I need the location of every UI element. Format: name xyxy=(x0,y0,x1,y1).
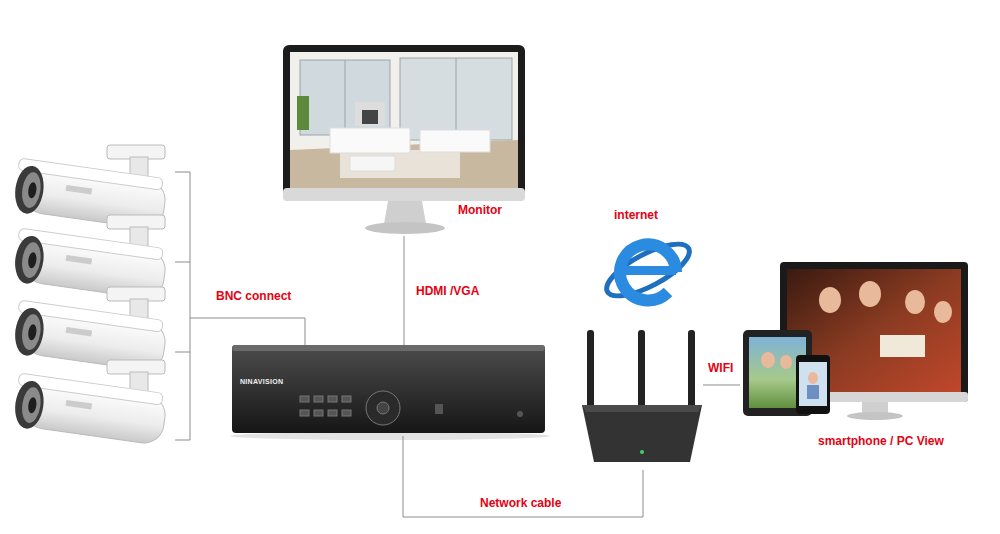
monitor-illustration-part xyxy=(283,45,525,201)
viewer-devices-part xyxy=(905,290,925,314)
router-illustration-part xyxy=(587,330,594,410)
dvr-illustration-part xyxy=(300,396,309,402)
viewer-devices-part xyxy=(780,355,792,369)
brand-text: NINAVISION xyxy=(240,378,283,386)
dvr-recorder: NINAVISION xyxy=(230,345,548,436)
viewer-devices-part xyxy=(807,385,819,399)
monitor-illustration-part xyxy=(355,102,385,126)
bnc-bracket-part xyxy=(175,172,190,440)
monitor-device: Monitor xyxy=(283,45,525,236)
camera xyxy=(12,360,168,447)
viewer-devices-part xyxy=(934,301,952,323)
monitor-illustration-part xyxy=(340,150,460,178)
dvr-illustration-part xyxy=(377,402,389,414)
dvr-illustration xyxy=(230,345,550,440)
router-illustration-part xyxy=(582,405,702,412)
monitor-illustration-part xyxy=(297,96,309,130)
monitor-illustration-part xyxy=(330,128,410,153)
viewer-devices-part xyxy=(859,281,881,307)
internet-logo-part xyxy=(620,244,676,300)
monitor-illustration-part xyxy=(290,52,518,188)
router-illustration-part xyxy=(640,450,644,454)
viewer-devices-part xyxy=(808,372,818,384)
dvr-illustration-part xyxy=(342,396,351,402)
cable-line xyxy=(404,236,405,345)
dvr-illustration-part xyxy=(232,345,545,433)
dvr-illustration-part xyxy=(328,410,337,416)
connection-label: Network cable xyxy=(478,496,563,510)
bnc-bracket-part xyxy=(190,318,305,345)
internet-logo-part xyxy=(600,234,696,305)
cable-line xyxy=(703,385,740,386)
dvr-illustration-part xyxy=(517,411,523,417)
device-label: Monitor xyxy=(458,203,502,217)
connection-label: WIFI xyxy=(706,361,735,375)
router-illustration-part xyxy=(688,330,695,410)
router-illustration xyxy=(582,330,702,462)
viewer-devices-part xyxy=(819,287,841,313)
dvr-illustration-part xyxy=(342,410,351,416)
internet-logo-part xyxy=(622,266,676,275)
viewer-devices-part xyxy=(796,355,830,414)
connection-label: HDMI /VGA xyxy=(414,284,481,298)
monitor-illustration-part xyxy=(362,110,378,124)
device-label: internet xyxy=(614,208,658,222)
router-illustration-part xyxy=(582,405,702,462)
monitor-illustration xyxy=(283,45,525,234)
router-illustration-part xyxy=(638,330,645,410)
monitor-illustration-part xyxy=(365,222,445,234)
internet-router: internet xyxy=(575,205,703,470)
viewer-devices-part xyxy=(761,352,775,368)
bnc-bracket-part xyxy=(175,352,190,353)
dvr-illustration-part xyxy=(232,345,545,351)
viewer-devices-part xyxy=(847,412,903,420)
viewer-devices-part xyxy=(880,335,925,357)
monitor-illustration-part xyxy=(420,130,490,152)
viewer-devices-part xyxy=(787,269,961,392)
dvr-illustration-part xyxy=(435,404,443,414)
cable-line xyxy=(403,436,643,517)
camera-group xyxy=(12,145,168,447)
dvr-illustration-part xyxy=(230,432,550,440)
monitor-illustration-part xyxy=(300,60,390,135)
monitor-illustration-part xyxy=(283,188,525,201)
device-label: smartphone / PC View xyxy=(818,434,944,448)
monitor-illustration-part xyxy=(400,58,512,140)
viewer-devices xyxy=(743,262,968,420)
connection-label: BNC connect xyxy=(214,289,293,303)
dvr-illustration-part xyxy=(328,396,337,402)
dvr-illustration-part xyxy=(300,410,309,416)
monitor-illustration-part xyxy=(345,60,346,135)
dvr-illustration-part xyxy=(314,396,323,402)
internet-logo xyxy=(600,234,696,305)
bnc-bracket-part xyxy=(175,262,190,263)
dvr-illustration-part xyxy=(366,391,400,425)
monitor-illustration-part xyxy=(384,201,426,224)
monitor-illustration-part xyxy=(456,58,457,140)
dvr-illustration-part xyxy=(314,410,323,416)
viewer-devices: smartphone / PC View xyxy=(740,258,974,455)
viewer-devices-part xyxy=(799,362,827,406)
monitor-illustration-part xyxy=(350,156,395,171)
